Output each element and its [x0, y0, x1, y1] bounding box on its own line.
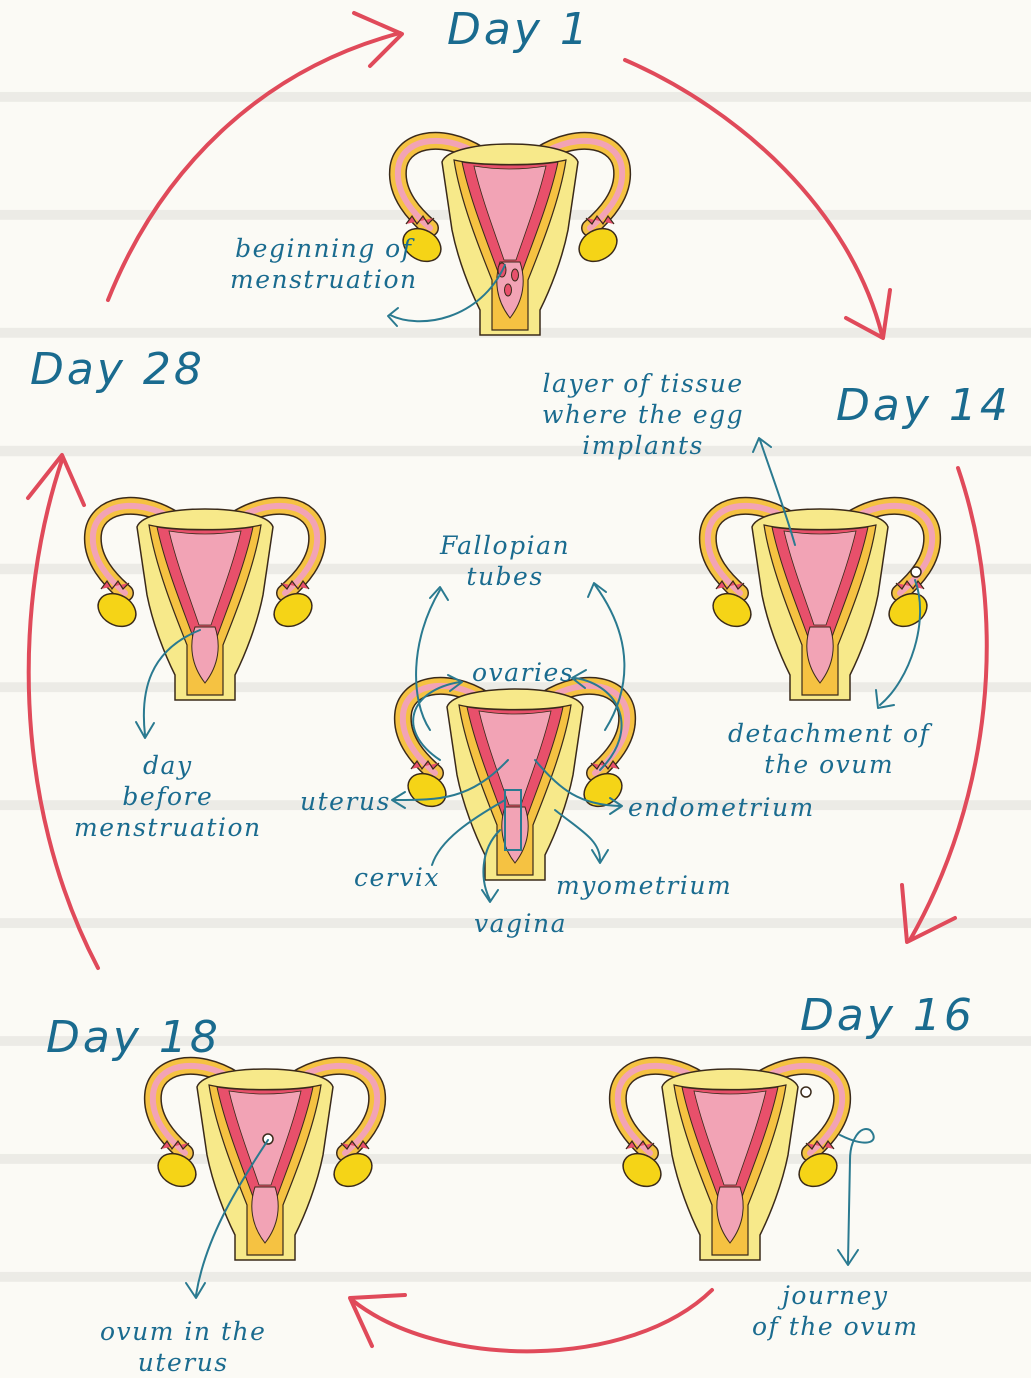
label-endometrium: endometrium — [628, 792, 815, 823]
label-line: day — [74, 750, 262, 781]
day-18-heading: Day 18 — [46, 1012, 221, 1063]
day-16-heading: Day 16 — [800, 990, 975, 1041]
day-14-heading: Day 14 — [836, 380, 1011, 431]
label-cervix: cervix — [354, 862, 440, 893]
label-line: where the egg — [542, 399, 744, 430]
label-detachment-of-ovum: detachment of the ovum — [728, 718, 930, 780]
uterus-day18 — [152, 1066, 378, 1260]
label-uterus: uterus — [300, 786, 391, 817]
label-journey-of-ovum: journey of the ovum — [752, 1280, 919, 1342]
label-vagina: vagina — [474, 908, 567, 939]
label-line: Fallopian — [440, 530, 570, 561]
label-line: menstruation — [230, 264, 418, 295]
uterus-day28 — [92, 506, 318, 700]
label-line: implants — [542, 430, 744, 461]
label-line: ovum in the — [100, 1316, 266, 1347]
label-line: layer of tissue — [542, 368, 744, 399]
uterus-day1 — [397, 141, 623, 335]
day-28-heading: Day 28 — [30, 344, 205, 395]
label-line: before — [74, 781, 262, 812]
label-ovaries: ovaries — [472, 657, 574, 688]
label-myometrium: myometrium — [556, 870, 732, 901]
label-day-before-menstruation: day before menstruation — [74, 750, 262, 843]
label-line: beginning of — [230, 233, 418, 264]
label-line: of the ovum — [752, 1311, 919, 1342]
uterus-day14 — [707, 506, 933, 700]
label-line: tubes — [440, 561, 570, 592]
label-beginning-of-menstruation: beginning of menstruation — [230, 233, 418, 295]
label-tissue-layer: layer of tissue where the egg implants — [542, 368, 744, 461]
label-line: journey — [752, 1280, 919, 1311]
label-line: the ovum — [728, 749, 930, 780]
label-line: menstruation — [74, 812, 262, 843]
label-line: uterus — [100, 1347, 266, 1378]
label-fallopian-tubes: Fallopian tubes — [440, 530, 570, 592]
label-line: detachment of — [728, 718, 930, 749]
day-1-heading: Day 1 — [447, 4, 591, 55]
label-ovum-in-uterus: ovum in the uterus — [100, 1316, 266, 1378]
